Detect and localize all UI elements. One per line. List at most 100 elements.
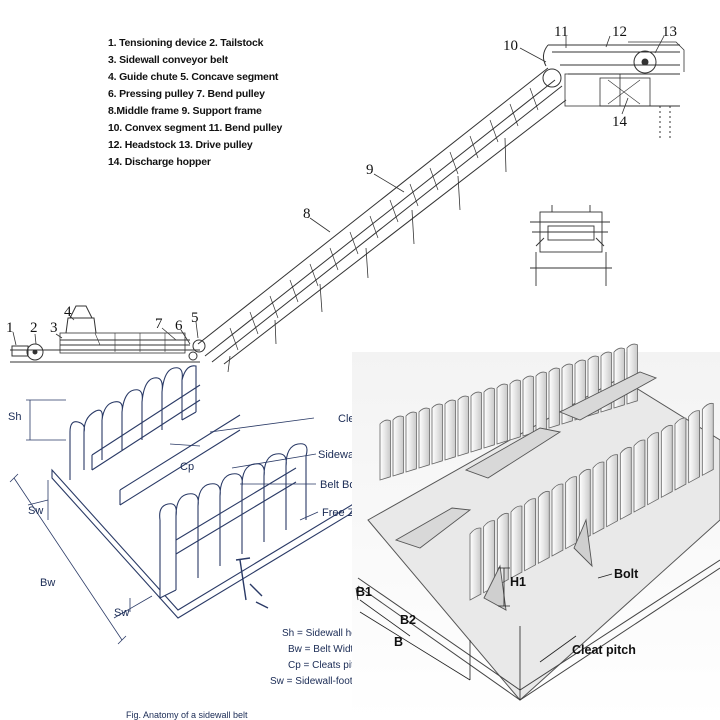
tail-pulley (26, 343, 44, 361)
far-sidewall-corrugation (431, 403, 443, 465)
render-cleat-3 (558, 371, 658, 421)
legend-line-7: 12. Headstock 13. Drive pulley (108, 139, 253, 151)
label-cp: Cp (180, 461, 194, 473)
callout-leaders (12, 35, 665, 346)
near-sidewall-corrugation (660, 424, 673, 499)
near-sidewall-corrugation (619, 446, 632, 521)
label-bw: Bw (40, 577, 55, 589)
near-sidewall-corrugation (565, 476, 577, 550)
near-sidewall-corrugation (592, 461, 605, 535)
callout-12: 12 (612, 24, 627, 40)
bend-pulley-lower (188, 351, 198, 361)
far-sidewall (379, 343, 638, 481)
legend-line-5: 8.Middle frame 9. Support frame (108, 105, 262, 117)
cleat-2 (119, 414, 241, 506)
far-sidewall-corrugation (457, 395, 469, 457)
legend-line-1: 1. Tensioning device 2. Tailstock (108, 37, 264, 49)
callout-11: 11 (554, 24, 568, 40)
near-sidewall-corrugation (551, 483, 564, 557)
guide-chute (65, 305, 97, 334)
callout-1: 1 (6, 320, 14, 336)
anatomy-labels: Sh Cp Sw Bw Sw Cleat Sidewa Belt Bod Fre… (8, 411, 370, 720)
head-section (542, 44, 680, 140)
key-line-2: Bw = Belt Widt (288, 644, 354, 655)
label-belt-body: Belt Bod (320, 479, 362, 491)
near-sidewall-corrugation (701, 402, 714, 477)
legend-line-2: 3. Sidewall conveyor belt (108, 54, 228, 66)
legend-line-4: 6. Pressing pulley 7. Bend pulley (108, 88, 265, 100)
label-sw-top: Sw (28, 505, 43, 517)
near-sidewall-corrugation (483, 520, 495, 594)
far-sidewall-corrugation (522, 375, 534, 437)
component-legend: 1. Tensioning device 2. Tailstock 3. Sid… (108, 35, 308, 171)
label-sidewall: Sidewa (318, 449, 355, 461)
far-sidewall-corrugation (483, 387, 495, 449)
near-sidewall-corrugation (674, 417, 687, 491)
callout-3: 3 (50, 320, 58, 336)
render-cleat-2 (464, 427, 562, 479)
inclined-section (197, 67, 567, 373)
callout-8: 8 (303, 206, 311, 222)
far-sidewall-corrugation (470, 391, 482, 453)
callout-5: 5 (191, 310, 199, 326)
legend-line-8: 14. Discharge hopper (108, 156, 211, 168)
sidewall-anatomy-drawing (9, 365, 361, 645)
callout-9: 9 (366, 162, 374, 178)
dimension-lines (9, 399, 319, 645)
callout-numbers: 1 2 3 4 5 6 7 8 9 10 11 12 13 14 (6, 24, 677, 336)
tail-section (10, 332, 200, 363)
render-dimension-lines (355, 567, 613, 700)
label-bolt: Bolt (614, 567, 639, 581)
label-b2: B2 (400, 613, 416, 627)
convex-bend-pulley (542, 68, 562, 88)
callout-10: 10 (503, 38, 518, 54)
near-sidewall (469, 402, 714, 601)
near-sidewall-corrugation (524, 498, 536, 572)
pressing-pulley (192, 339, 206, 353)
cleat-3 (175, 467, 297, 555)
far-sidewall-corrugation (392, 415, 404, 477)
label-b: B (394, 635, 403, 649)
near-sidewall-corrugation (537, 490, 550, 565)
label-sw-bottom: Sw (114, 607, 129, 619)
key-line-1: Sh = Sidewall heigh (282, 628, 370, 639)
near-sidewall-corrugation (688, 410, 700, 484)
near-sidewall-corrugation (510, 505, 523, 579)
sidewall-belt-render (352, 343, 720, 720)
cleat-1 (91, 384, 201, 471)
near-sidewall-corrugation (578, 468, 591, 543)
callout-4: 4 (64, 304, 72, 320)
render-cleat-4 (483, 564, 507, 611)
cross-section-view (530, 205, 612, 286)
near-sidewall-corrugation (606, 454, 618, 528)
callout-13: 13 (662, 24, 677, 40)
far-sidewall-corrugation (405, 411, 417, 473)
render-cleat-5 (573, 518, 593, 568)
anatomy-caption: Fig. Anatomy of a sidewall belt (126, 710, 248, 720)
far-sidewall-corrugation (496, 383, 508, 445)
headstock-frame (628, 41, 685, 72)
drive-pulley (633, 50, 657, 74)
far-sidewall-corrugation (535, 371, 547, 433)
key-line-4: Sw = Sidewall-foot wit (270, 676, 368, 687)
render-cleat-1 (394, 507, 472, 549)
tensioning-device (11, 345, 29, 357)
sidewall-back (69, 365, 197, 480)
legend-line-3: 4. Guide chute 5. Concave segment (108, 71, 279, 83)
legend-line-6: 10. Convex segment 11. Bend pulley (108, 122, 283, 134)
render-labels: H1 Bolt B1 B2 B Cleat pitch (356, 567, 639, 657)
far-sidewall-corrugation (548, 367, 560, 429)
key-line-3: Cp = Cleats pitc (288, 660, 359, 671)
callout-6: 6 (175, 318, 183, 334)
bolt (235, 557, 269, 609)
label-sh: Sh (8, 411, 21, 423)
label-h1: H1 (510, 575, 526, 589)
callout-2: 2 (30, 320, 38, 336)
far-sidewall-corrugation (509, 379, 521, 441)
callout-7: 7 (155, 316, 163, 332)
far-sidewall-corrugation (379, 419, 391, 481)
conveyor-elevation-drawing (10, 35, 685, 373)
near-sidewall-corrugation (469, 527, 482, 601)
label-cleat-pitch: Cleat pitch (572, 643, 636, 657)
